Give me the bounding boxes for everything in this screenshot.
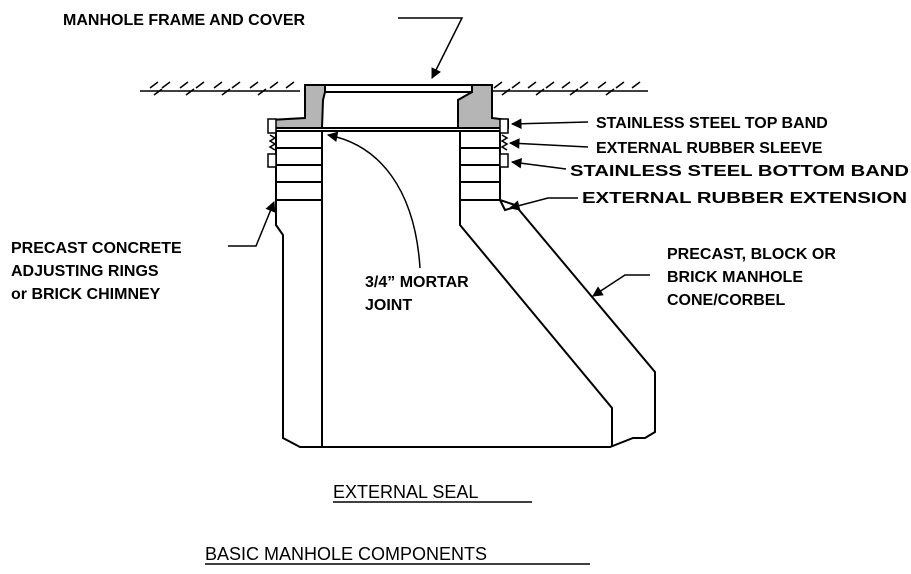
label-adjusting-rings-3: or BRICK CHIMNEY <box>11 286 161 303</box>
label-mortar-2: JOINT <box>365 297 412 314</box>
label-adjusting-rings-1: PRECAST CONCRETE <box>11 240 182 257</box>
manhole-cone-body <box>275 199 656 448</box>
manhole-cover <box>324 84 473 93</box>
rubber-sleeve-right <box>500 134 509 151</box>
label-rubber-extension: EXTERNAL RUBBER EXTENSION <box>582 190 907 207</box>
leader-frame-cover <box>398 17 464 79</box>
leaders-right <box>508 118 650 297</box>
title-basic-components: BASIC MANHOLE COMPONENTS <box>205 544 487 564</box>
leader-adjusting-rings <box>228 201 276 247</box>
label-cone-3: CONE/CORBEL <box>667 292 785 309</box>
adjusting-rings-left <box>275 130 323 201</box>
label-bottom-band: STAINLESS STEEL BOTTOM BAND <box>570 163 909 180</box>
label-cone-2: BRICK MANHOLE <box>667 269 803 286</box>
label-adjusting-rings-2: ADJUSTING RINGS <box>11 263 159 280</box>
ground-hatch-left <box>140 81 300 96</box>
label-top-band: STAINLESS STEEL TOP BAND <box>596 115 828 132</box>
seal-bands <box>267 118 509 168</box>
title-external-seal: EXTERNAL SEAL <box>333 482 478 502</box>
label-mortar-1: 3/4” MORTAR <box>365 274 469 291</box>
rubber-sleeve-left <box>268 134 277 151</box>
label-rubber-sleeve: EXTERNAL RUBBER SLEEVE <box>596 140 823 157</box>
label-frame-cover: MANHOLE FRAME AND COVER <box>63 12 306 29</box>
bottom-band-right <box>499 153 509 168</box>
label-cone-1: PRECAST, BLOCK OR <box>667 246 836 263</box>
ground-hatch-right <box>488 81 648 96</box>
adjusting-rings-right <box>459 130 501 201</box>
manhole-frame <box>269 84 509 129</box>
bottom-band-left <box>267 153 277 168</box>
leader-mortar-joint <box>326 131 421 269</box>
top-band-right <box>499 118 509 134</box>
top-band-left <box>267 118 277 134</box>
